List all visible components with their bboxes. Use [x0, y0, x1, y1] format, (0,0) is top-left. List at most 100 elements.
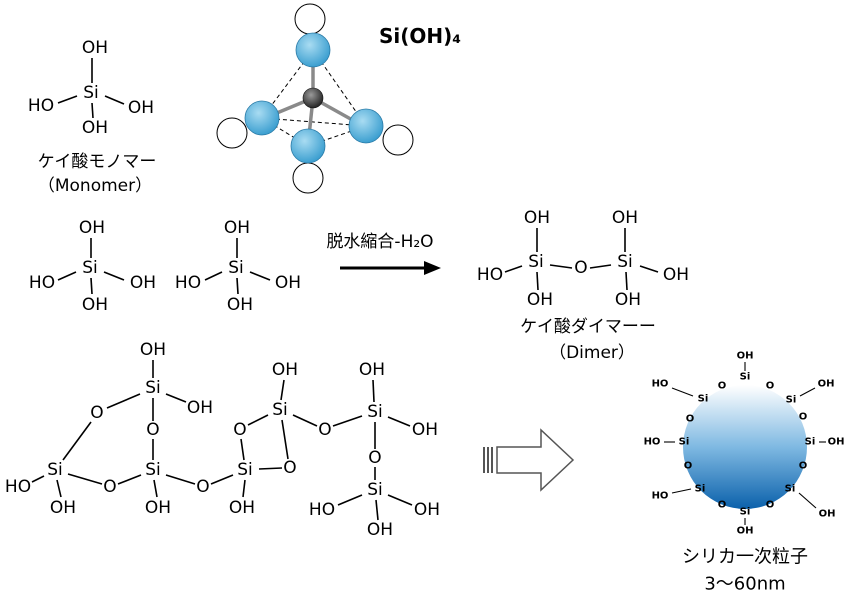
- bond: [103, 271, 125, 281]
- dimer-label: ケイ酸ダイマーー: [520, 317, 656, 337]
- atom-label: OH: [227, 295, 253, 315]
- bond: [242, 479, 246, 498]
- bond: [91, 102, 94, 119]
- atom-label: OH: [412, 420, 438, 440]
- tetrahedral-model: Si(OH)₄: [216, 3, 461, 194]
- atom-label: OH: [79, 218, 105, 238]
- particle-label: シリカ一次粒子: [682, 547, 808, 568]
- surface-atom: Si: [679, 437, 690, 448]
- reaction-label: 脱水縮合-H₂O: [326, 232, 433, 252]
- atom-label: OH: [224, 218, 250, 238]
- atom-label: Si: [145, 460, 161, 480]
- monomer-structure: OH Si HO OH OH ケイ酸モノマー （Monomer）: [28, 38, 156, 196]
- surface-atom: Si: [740, 507, 751, 518]
- surface-atom: Si: [698, 394, 709, 405]
- formula-label: Si(OH)₄: [379, 24, 461, 48]
- bond: [798, 492, 817, 509]
- bond: [387, 494, 413, 506]
- surface-atom: Si: [786, 395, 797, 406]
- atom-label: OH: [187, 398, 213, 418]
- transition-arrow: [483, 428, 575, 492]
- dimer-label-en: （Dimer）: [549, 343, 635, 363]
- silicon-atom: [302, 87, 324, 109]
- bond: [90, 277, 93, 295]
- bond: [671, 488, 692, 494]
- oxygen-atom: [244, 100, 280, 136]
- bond: [625, 271, 628, 291]
- polymer-network: OH Si OH O O Si OH Si HO OH O O Si OH O …: [5, 340, 440, 540]
- atom-label: OH: [50, 498, 76, 518]
- atom-label: OH: [663, 265, 689, 285]
- bond: [210, 474, 234, 485]
- atom-label: Si: [237, 460, 253, 480]
- bond: [337, 494, 363, 506]
- silica-particle: OH Si O O HO Si O OH Si O HO Si O Si OH …: [644, 351, 845, 595]
- bond: [372, 379, 375, 403]
- atom-label: HO: [5, 477, 31, 497]
- atom-label: OH: [130, 273, 156, 293]
- hydrogen-atom: [382, 124, 414, 156]
- atom-label: HO: [175, 273, 201, 293]
- atom-label: OH: [229, 498, 255, 518]
- atom-label: OH: [145, 498, 171, 518]
- bond: [589, 264, 612, 269]
- atom-label: Si: [47, 460, 63, 480]
- atom-label: OH: [615, 290, 641, 310]
- atom-label: HO: [309, 500, 335, 520]
- bond: [387, 416, 411, 427]
- bond: [104, 95, 125, 105]
- atom-label: Si: [82, 258, 98, 278]
- atom-label: OH: [612, 208, 638, 228]
- bond: [57, 95, 78, 104]
- bond: [153, 479, 158, 498]
- bond: [536, 271, 539, 291]
- surface-atom: OH: [737, 526, 754, 537]
- atom-label: HO: [477, 265, 503, 285]
- particle-size: 3～60nm: [704, 574, 785, 595]
- bond: [249, 271, 271, 281]
- atom-label: O: [90, 403, 103, 423]
- surface-atom: OH: [737, 351, 754, 362]
- bond: [332, 415, 363, 427]
- bond: [57, 271, 77, 281]
- atom-label: O: [196, 477, 209, 497]
- atom-label: OH: [414, 500, 440, 520]
- atom-label: Si: [528, 252, 544, 272]
- surface-atom: Si: [785, 484, 796, 495]
- atom-label: O: [233, 420, 246, 440]
- atom-label: O: [103, 477, 116, 497]
- bond: [165, 393, 187, 403]
- surface-atom: Si: [805, 437, 816, 448]
- atom-label: OH: [140, 340, 166, 360]
- surface-atom: O: [799, 412, 808, 423]
- hollow-arrow-body: [496, 428, 575, 492]
- atom-label: HO: [28, 96, 54, 116]
- atom-label: OH: [82, 38, 108, 58]
- atom-label: Si: [617, 252, 633, 272]
- surface-atom: O: [718, 500, 727, 511]
- atom-label: Si: [367, 402, 383, 422]
- oxygen-atom: [290, 128, 326, 164]
- surface-atom: OH: [818, 379, 835, 390]
- atom-label: O: [368, 448, 381, 468]
- bond: [280, 379, 285, 401]
- bond: [639, 265, 659, 273]
- atom-label: O: [146, 420, 159, 440]
- bond: [549, 264, 573, 269]
- atom-label: O: [283, 458, 296, 478]
- surface-atom: Si: [740, 372, 751, 383]
- bond: [62, 421, 92, 461]
- surface-atom: HO: [652, 379, 669, 390]
- atom-label: Si: [83, 83, 99, 103]
- surface-atom: O: [684, 461, 693, 472]
- bond: [106, 393, 141, 409]
- bond: [799, 387, 816, 397]
- bond: [67, 473, 103, 485]
- atom-label: OH: [527, 290, 553, 310]
- bond: [504, 265, 523, 273]
- surface-atom: O: [686, 414, 695, 425]
- hydrogen-atom: [294, 3, 326, 35]
- reaction-arrow: 脱水縮合-H₂O: [326, 232, 441, 275]
- hydrogen-atom: [292, 162, 324, 194]
